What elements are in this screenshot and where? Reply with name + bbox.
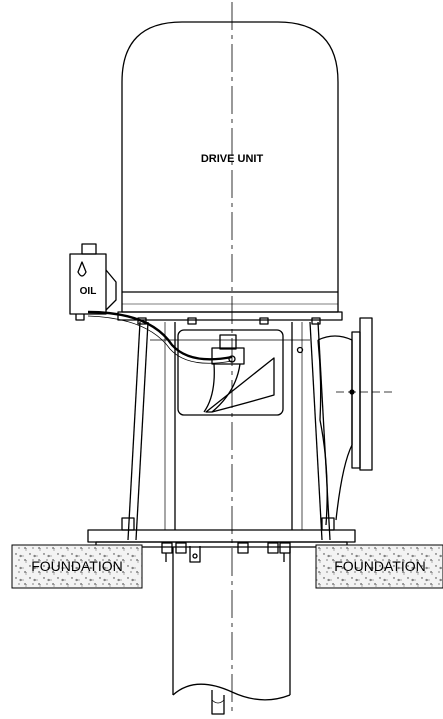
foundation-right-label: FOUNDATION (334, 558, 426, 574)
base-bolts (161, 542, 291, 563)
motor-flange-bolts (137, 317, 321, 325)
drive-unit-label: DRIVE UNIT (201, 153, 264, 165)
foundation-left-label: FOUNDATION (31, 558, 123, 574)
drive-unit (117, 21, 343, 321)
coupling-window (177, 329, 284, 416)
oil-feed-tube (87, 310, 233, 361)
pump-stand (127, 321, 331, 541)
oil-reservoir (69, 243, 117, 321)
oil-drop-icon (77, 261, 87, 277)
foundation-right (315, 544, 443, 589)
column-pipe (172, 547, 291, 715)
oil-label: OIL (80, 286, 97, 297)
discharge-elbow (317, 317, 392, 526)
foundation-left (11, 544, 143, 589)
